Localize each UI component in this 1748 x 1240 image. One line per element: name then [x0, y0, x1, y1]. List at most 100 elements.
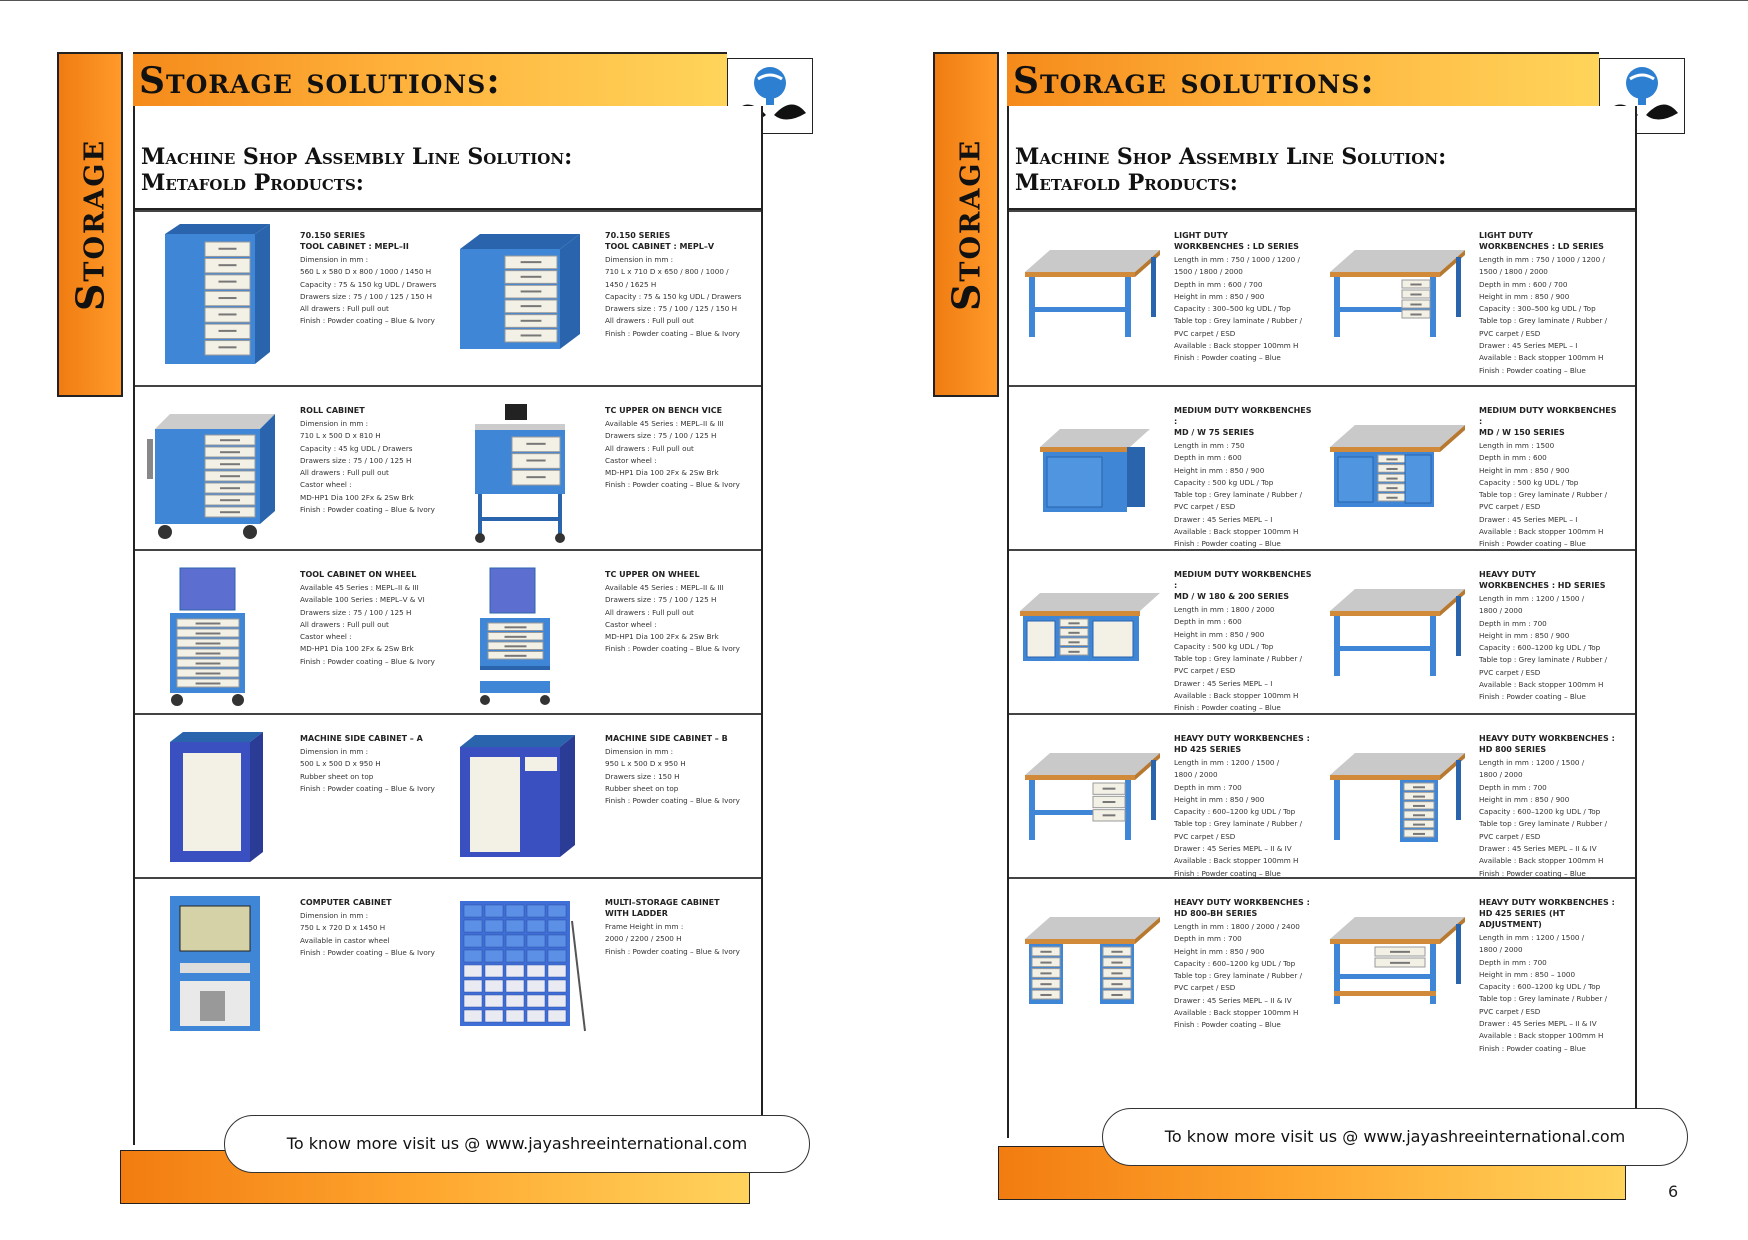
product-image — [145, 399, 285, 548]
spec-line: Drawers size : 75 / 100 / 125 H — [300, 607, 412, 617]
spec-line: Table top : Grey laminate / Rubber / — [1174, 971, 1302, 981]
spec-line: Capacity : 75 & 150 kg UDL / Drawers — [605, 291, 742, 301]
website-link[interactable]: To know more visit us @ www.jayashreeint… — [1102, 1108, 1688, 1166]
spec-line: MD-HP1 Dia 100 2Fx & 2Sw Brk — [605, 632, 719, 642]
product-image — [450, 563, 590, 712]
spec-line: Length in mm : 1200 / 1500 / — [1479, 933, 1585, 942]
spec-line: Drawers size : 75 / 100 / 125 H — [605, 431, 717, 441]
spec-line: Capacity : 300–500 kg UDL / Top — [1174, 304, 1291, 314]
spec-line: Height in mm : 850 / 900 — [1479, 291, 1570, 301]
product-image — [1320, 735, 1470, 854]
heading-line-1: Machine Shop Assembly Line Solution: — [1015, 144, 1447, 170]
product-title-line: TOOL CABINET ON WHEEL — [300, 570, 417, 579]
product-image — [1015, 571, 1165, 690]
product-title: TOOL CABINET ON WHEEL — [300, 569, 440, 580]
side-tab: Storage — [57, 52, 123, 397]
product-title: MACHINE SIDE CABINET – B — [605, 733, 745, 744]
spec-line: PVC carpet / ESD — [1174, 502, 1236, 512]
spec-line: Drawer : 45 Series MEPL – II & IV — [1479, 844, 1597, 854]
product-title-line: HD 800-BH SERIES — [1174, 909, 1258, 918]
product-specs: MEDIUM DUTY WORKBENCHES :MD / W 180 & 20… — [1174, 569, 1314, 715]
product-image — [450, 399, 590, 548]
spec-line: Drawers size : 75 / 100 / 125 H — [605, 595, 717, 605]
spec-line: Finish : Powder coating – Blue — [1174, 703, 1281, 713]
product-title-line: MEDIUM DUTY WORKBENCHES : — [1174, 570, 1312, 590]
spec-line: Drawer : 45 Series MEPL – I — [1479, 341, 1578, 351]
spec-line: PVC carpet / ESD — [1479, 328, 1541, 338]
spec-line: Depth in mm : 600 — [1479, 453, 1547, 463]
spec-line: Length in mm : 750 / 1000 / 1200 / — [1479, 255, 1605, 264]
product-row: MEDIUM DUTY WORKBENCHES :MD / W 180 & 20… — [1009, 549, 1635, 715]
spec-line: Finish : Powder coating – Blue & Ivory — [605, 328, 740, 338]
spec-line: Rubber sheet on top — [300, 771, 374, 781]
product-image — [145, 727, 285, 876]
spec-line: Height in mm : 850 – 1000 — [1479, 969, 1576, 979]
spec-line: Length in mm : 750 — [1174, 441, 1245, 450]
title-banner: Storage solutions: — [133, 52, 727, 108]
product-title-line: WORKBENCHES : HD SERIES — [1479, 581, 1606, 590]
spec-line: Depth in mm : 600 — [1174, 617, 1242, 627]
product-card: MEDIUM DUTY WORKBENCHES :MD / W 180 & 20… — [1009, 551, 1314, 715]
spec-line: Dimension in mm : — [300, 747, 369, 756]
spec-line: Height in mm : 850 / 900 — [1174, 629, 1265, 639]
spec-line: Drawer : 45 Series MEPL – II & IV — [1174, 995, 1292, 1005]
spec-line: Length in mm : 1500 — [1479, 441, 1555, 450]
product-title-line: WITH LADDER — [605, 909, 668, 918]
spec-line: Table top : Grey laminate / Rubber / — [1174, 316, 1302, 326]
spec-line: Table top : Grey laminate / Rubber / — [1479, 819, 1607, 829]
spec-line: 1800 / 2000 — [1479, 770, 1523, 780]
spec-line: Dimension in mm : — [605, 747, 674, 756]
product-title: HEAVY DUTY WORKBENCHES :HD 425 SERIES (H… — [1479, 897, 1619, 930]
product-image — [1320, 571, 1470, 690]
product-title: MEDIUM DUTY WORKBENCHES :MD / W 150 SERI… — [1479, 405, 1619, 438]
spec-line: Drawers size : 150 H — [605, 771, 680, 781]
spec-line: Capacity : 600–1200 kg UDL / Top — [1174, 958, 1296, 968]
product-title: ROLL CABINET — [300, 405, 440, 416]
product-image — [145, 224, 285, 373]
spec-line: Rubber sheet on top — [605, 783, 679, 793]
spec-line: Finish : Powder coating – Blue & Ivory — [300, 783, 435, 793]
top-border — [0, 0, 1748, 1]
product-title-line: HD 800 SERIES — [1479, 745, 1547, 754]
product-title-line: WORKBENCHES : LD SERIES — [1174, 242, 1299, 251]
website-link[interactable]: To know more visit us @ www.jayashreeint… — [224, 1115, 810, 1173]
spec-line: Table top : Grey laminate / Rubber / — [1479, 655, 1607, 665]
banner-title: Storage solutions: — [139, 60, 501, 102]
product-specs: HEAVY DUTY WORKBENCHES :HD 425 SERIES (H… — [1479, 897, 1619, 1055]
right-page: Storage Storage solutions: Machine Shop … — [874, 0, 1748, 1240]
product-title: MEDIUM DUTY WORKBENCHES :MD / W 180 & 20… — [1174, 569, 1314, 602]
product-image — [1320, 899, 1470, 1018]
spec-line: Drawer : 45 Series MEPL – II & IV — [1479, 1019, 1597, 1029]
spec-line: Available : Back stopper 100mm H — [1174, 1008, 1299, 1018]
spec-line: All drawers : Full pull out — [300, 619, 389, 629]
spec-line: All drawers : Full pull out — [300, 304, 389, 314]
product-title-line: TC UPPER ON WHEEL — [605, 570, 700, 579]
product-title-line: MACHINE SIDE CABINET – A — [300, 734, 423, 743]
spec-line: Table top : Grey laminate / Rubber / — [1479, 316, 1607, 326]
spec-line: Table top : Grey laminate / Rubber / — [1174, 654, 1302, 664]
spec-line: 1800 / 2000 — [1479, 606, 1523, 616]
spec-line: Dimension in mm : — [300, 911, 369, 920]
product-title-line: COMPUTER CABINET — [300, 898, 392, 907]
spec-line: 560 L x 580 D x 800 / 1000 / 1450 H — [300, 267, 432, 277]
side-label: Storage — [943, 138, 989, 311]
spec-line: Available 100 Series : MEPL–V & VI — [300, 595, 425, 605]
product-image — [1015, 407, 1165, 526]
banner-title: Storage solutions: — [1013, 60, 1375, 102]
spec-line: PVC carpet / ESD — [1174, 983, 1236, 993]
